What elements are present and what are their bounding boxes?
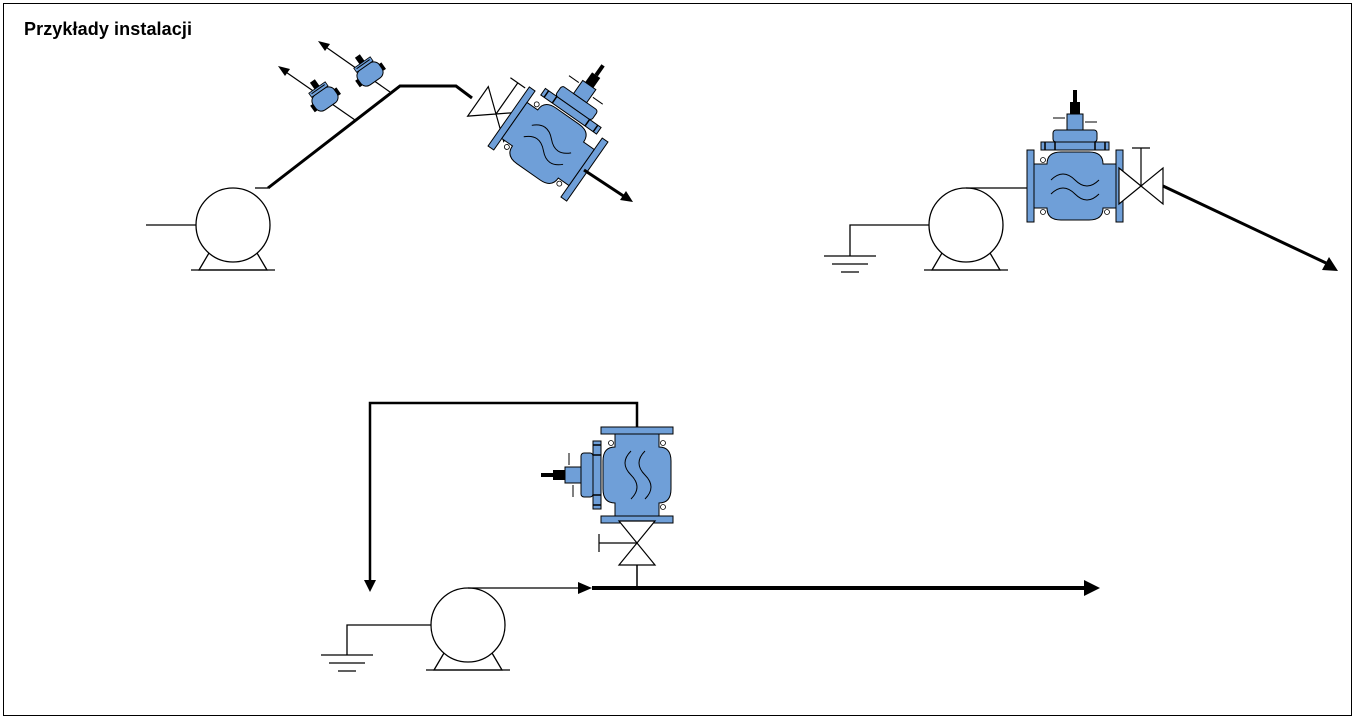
air-release-valve-icon bbox=[278, 66, 356, 121]
diagram-frame bbox=[3, 3, 1352, 716]
pump-icon bbox=[190, 187, 276, 271]
pump-icon bbox=[923, 187, 1009, 271]
flow-arrow-icon bbox=[364, 580, 376, 592]
page-title: Przykłady instalacji bbox=[24, 19, 193, 39]
return-pipe bbox=[368, 401, 639, 582]
tank-ground-icon bbox=[823, 255, 877, 273]
installation-example-1 bbox=[146, 37, 644, 271]
flow-arrow-icon bbox=[1322, 257, 1338, 271]
flow-arrow-icon bbox=[620, 191, 633, 202]
air-release-valve-icon bbox=[318, 41, 391, 93]
gate-valve-icon bbox=[1118, 147, 1164, 205]
flow-arrow-icon bbox=[1084, 580, 1100, 596]
installation-example-3 bbox=[320, 401, 1100, 672]
pump-icon bbox=[425, 587, 511, 671]
control-valve-icon bbox=[1026, 89, 1124, 223]
installation-example-2 bbox=[823, 89, 1338, 273]
gate-valve-icon bbox=[598, 520, 657, 566]
discharge-pipe bbox=[267, 84, 473, 190]
control-valve-icon bbox=[540, 426, 674, 524]
control-valve-icon bbox=[487, 37, 644, 202]
flow-arrow-icon bbox=[578, 582, 592, 594]
tank-ground-icon bbox=[320, 654, 374, 672]
